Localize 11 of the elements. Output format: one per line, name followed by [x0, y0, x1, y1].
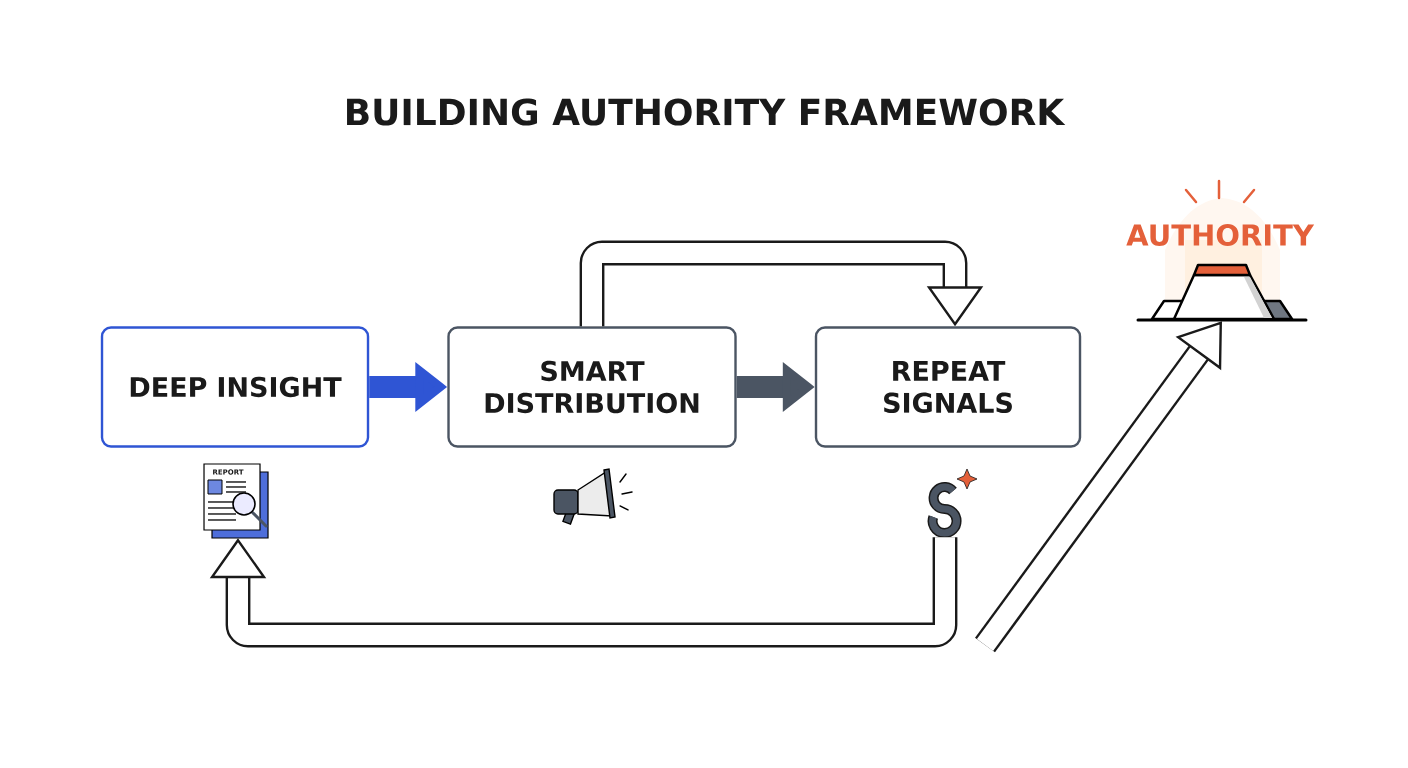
step-box: DEEP INSIGHT — [100, 326, 370, 448]
arrow — [579, 240, 984, 327]
authority-label: AUTHORITY — [1126, 224, 1315, 246]
step-box: SMART DISTRIBUTION — [447, 326, 737, 448]
repeat-icon — [927, 468, 978, 539]
megaphone-icon — [553, 468, 633, 525]
podium-drawing — [1136, 263, 1308, 322]
step-box: REPEAT SIGNALS — [814, 326, 1082, 448]
title: BUILDING AUTHORITY FRAMEWORK — [347, 98, 1066, 126]
arrow — [975, 321, 1222, 653]
arrow — [209, 537, 958, 648]
